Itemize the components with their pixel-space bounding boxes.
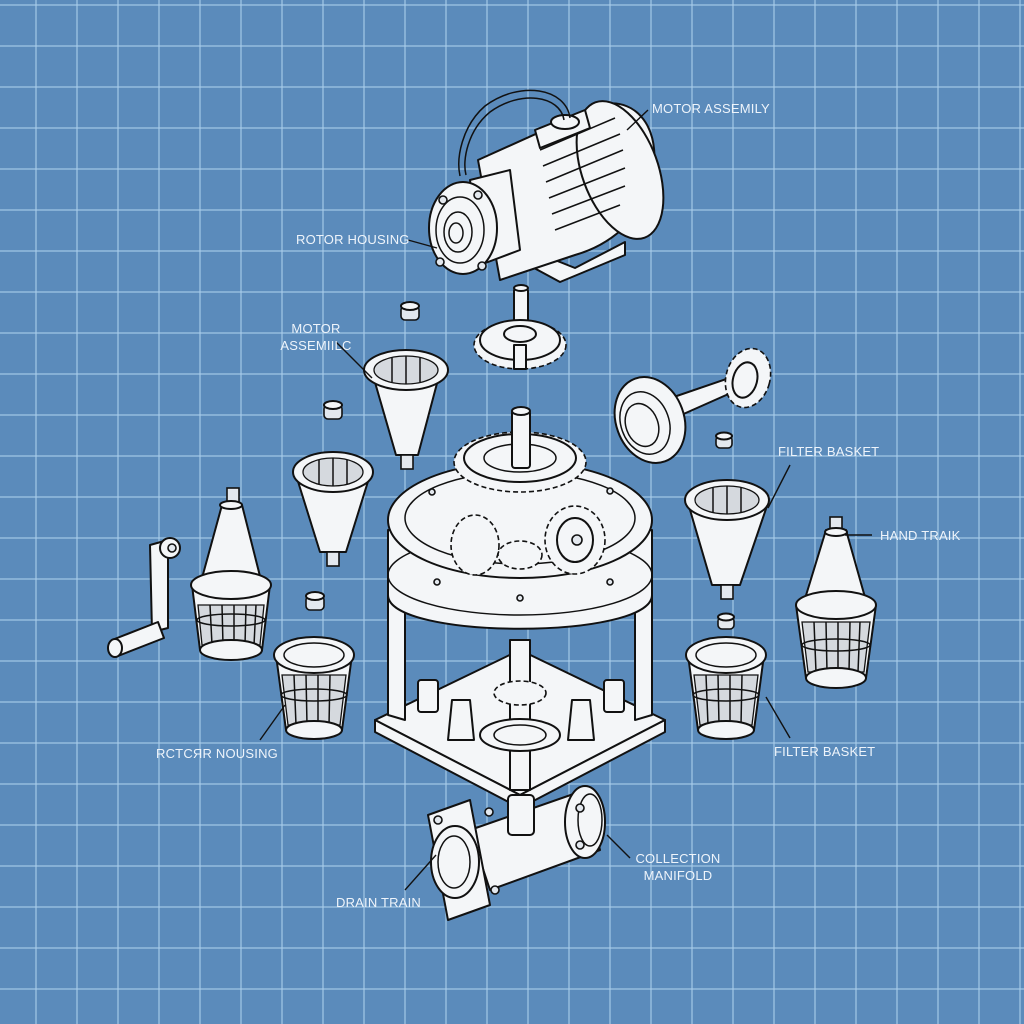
label-collection-manifold-line1: COLLECTION — [635, 851, 721, 866]
filter-cone-right — [684, 479, 770, 600]
drive-gear-shaft — [473, 284, 567, 370]
label-hand-train: HAND TRAIK — [880, 528, 961, 543]
label-filter-basket-right-bottom: FILTER BASKET — [774, 744, 876, 759]
label-rotor-housing-bottom-left: RCTCЯR NOUSING — [156, 746, 278, 761]
label-motor-assembly-left: MOTOR ASSEMIILC — [266, 320, 366, 354]
pinion-gear-shaft — [613, 347, 772, 464]
label-motor-assembly-top: MOTOR ASSEMILY — [652, 101, 770, 116]
threaded-nut-5 — [717, 612, 735, 630]
label-filter-basket-right-top: FILTER BASKET — [778, 444, 880, 459]
electric-motor — [428, 89, 665, 283]
label-motor-assembly-left-line2: ASSEMIILC — [280, 338, 352, 353]
threaded-nut-3 — [305, 591, 325, 611]
hand-crank — [107, 537, 181, 658]
label-motor-assembly-left-line1: MOTOR — [291, 321, 341, 336]
threaded-nut-2 — [323, 400, 343, 420]
drain-pipe-manifold — [427, 785, 606, 921]
filter-basket-cup-right — [685, 636, 767, 740]
filter-cone-upper-left — [363, 349, 449, 470]
label-collection-manifold-line2: MANIFOLD — [643, 868, 713, 883]
filter-cone-mid-left — [292, 451, 374, 567]
threaded-nut-4 — [715, 431, 733, 449]
label-rotor-housing-top: ROTOR HOUSING — [296, 232, 410, 247]
leader-lines — [259, 109, 872, 891]
threaded-nut-1 — [400, 301, 420, 321]
filter-basket-cup-left — [273, 636, 355, 740]
central-gearbox-housing — [374, 406, 666, 809]
label-collection-manifold: COLLECTION MANIFOLD — [630, 850, 726, 884]
filter-basket-with-cone-left — [190, 487, 272, 661]
filter-basket-with-cone-right — [795, 516, 877, 689]
label-drain-train: DRAIN TRAIN — [336, 895, 422, 910]
